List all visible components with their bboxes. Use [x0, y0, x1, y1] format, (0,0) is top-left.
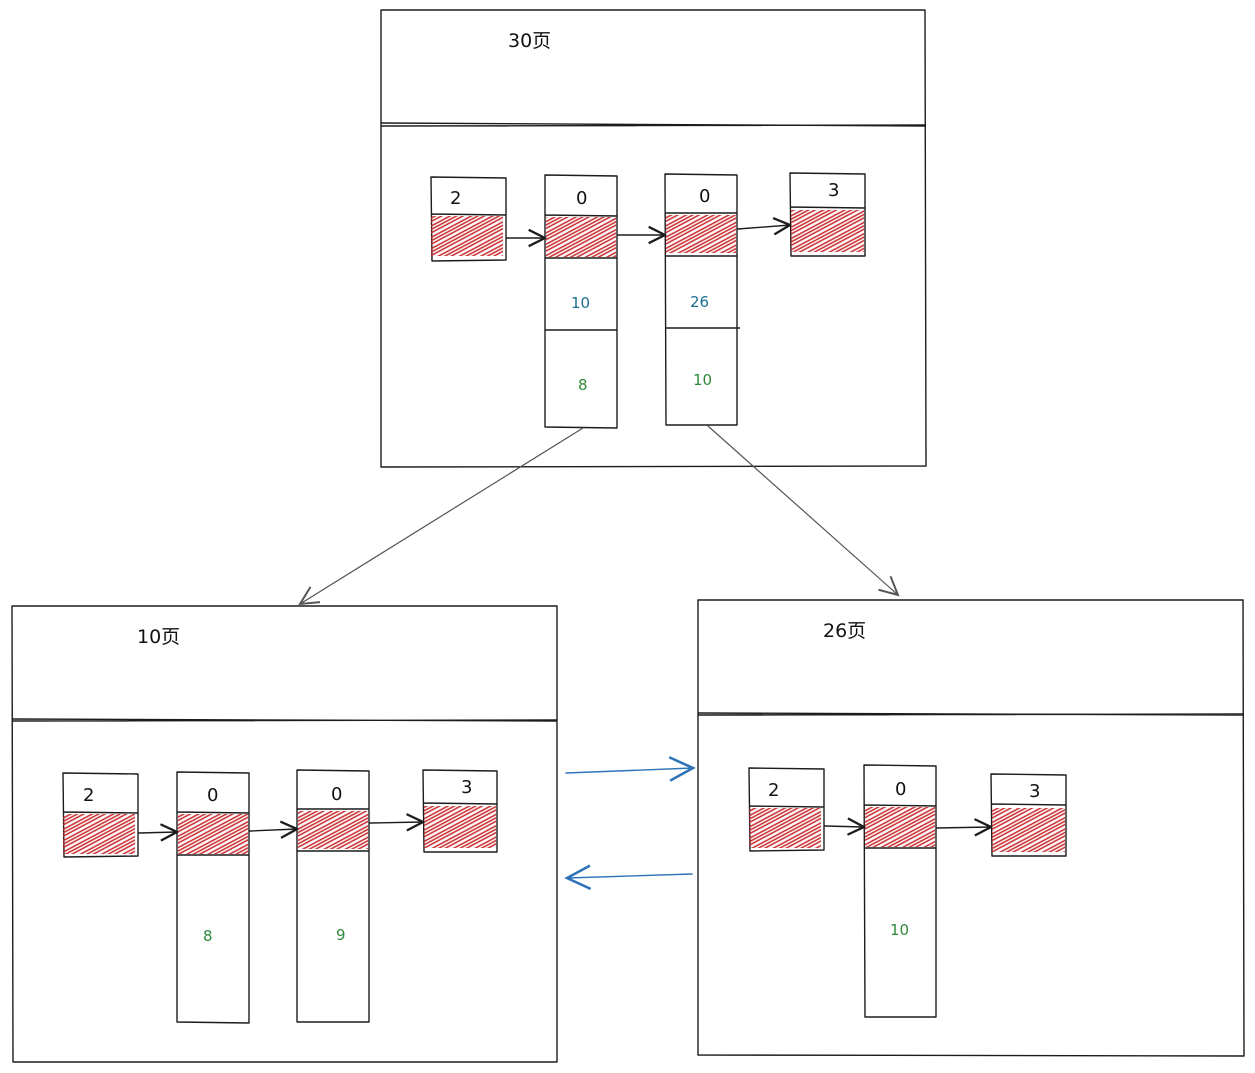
right-page-frame [697, 599, 1245, 1057]
left-record-2-box [296, 769, 370, 1023]
root-page-header-divider [380, 122, 927, 127]
right-record-1-scribble [865, 807, 935, 847]
left-page: 10页 2 0 8 0 9 3 [11, 605, 558, 1063]
right-infimum-record: 2 [748, 767, 825, 852]
left-page-title: 10页 [137, 626, 180, 648]
left-link-1 [138, 832, 177, 833]
root-supremum-scribble [791, 210, 864, 252]
child-pointer-to-right-page [707, 425, 898, 595]
left-record-1-box [176, 771, 250, 1024]
root-record-2-header: 0 [699, 186, 710, 207]
root-infimum-header: 2 [450, 188, 461, 209]
left-record-2: 0 9 [296, 769, 370, 1023]
left-record-2-scribble [298, 811, 368, 849]
root-record-2-key: 26 [690, 293, 709, 311]
left-supremum-record: 3 [422, 769, 498, 853]
left-record-2-header: 0 [331, 784, 342, 805]
root-record-1-key: 10 [571, 294, 590, 312]
left-supremum-scribble [424, 806, 496, 848]
root-page-frame [380, 9, 927, 468]
right-record-1: 0 10 [863, 764, 937, 1018]
left-record-2-value: 9 [336, 926, 346, 944]
left-page-header-divider [11, 718, 558, 722]
right-supremum-header: 3 [1029, 781, 1040, 802]
right-link-1 [824, 826, 864, 827]
root-record-1-box [544, 174, 618, 429]
root-record-2-box [664, 173, 740, 426]
root-record-1-child: 8 [578, 376, 588, 394]
left-record-1-scribble [178, 814, 248, 854]
root-supremum-header: 3 [828, 180, 839, 201]
left-page-frame [11, 605, 558, 1063]
right-record-1-header: 0 [895, 779, 906, 800]
prev-page-pointer [567, 874, 693, 878]
child-pointer-to-left-page [300, 427, 584, 604]
root-record-2: 0 26 10 [664, 173, 740, 426]
left-record-1-header: 0 [207, 785, 218, 806]
root-infimum-record: 2 [430, 176, 507, 262]
root-link-3 [737, 225, 790, 229]
left-infimum-header: 2 [83, 785, 94, 806]
left-infimum-scribble [63, 814, 135, 854]
root-record-2-child: 10 [693, 371, 712, 389]
left-record-1-value: 8 [203, 927, 213, 945]
left-link-2 [249, 829, 297, 831]
left-infimum-record: 2 [62, 772, 139, 858]
root-infimum-scribble [431, 216, 503, 256]
root-page: 30页 2 0 10 8 0 26 10 3 [380, 9, 927, 468]
left-supremum-header: 3 [461, 777, 472, 798]
right-page: 26页 2 0 10 3 [697, 599, 1245, 1057]
right-link-2 [936, 827, 991, 828]
right-page-header-divider [697, 712, 1244, 716]
root-supremum-record: 3 [789, 172, 866, 257]
root-page-title: 30页 [508, 30, 551, 52]
next-page-pointer [565, 768, 693, 773]
root-record-1-scribble [546, 217, 616, 257]
right-record-1-value: 10 [890, 921, 909, 939]
right-infimum-header: 2 [768, 780, 779, 801]
right-supremum-scribble [992, 808, 1065, 852]
right-record-1-box [863, 764, 937, 1018]
root-record-1-header: 0 [576, 188, 587, 209]
root-record-2-scribble [666, 215, 736, 253]
right-infimum-scribble [749, 808, 821, 848]
right-supremum-record: 3 [990, 773, 1067, 857]
left-record-1: 0 8 [176, 771, 250, 1024]
right-page-title: 26页 [823, 620, 866, 642]
left-link-3 [369, 822, 423, 823]
root-record-1: 0 10 8 [544, 174, 618, 429]
